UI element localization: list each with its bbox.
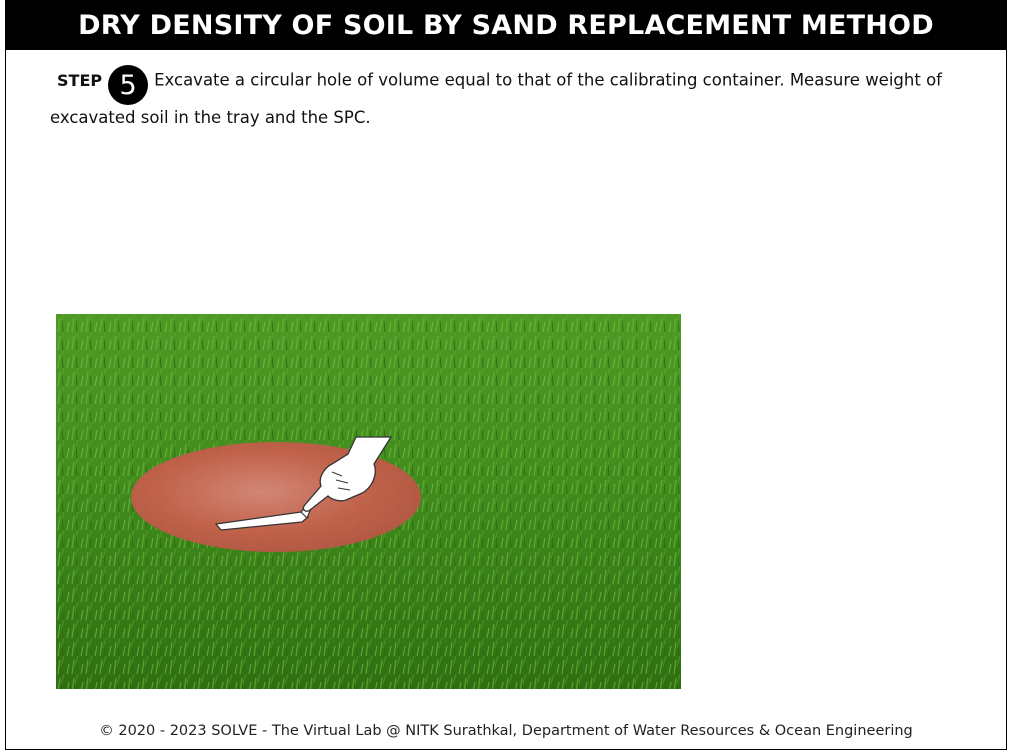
grass-field bbox=[56, 314, 681, 689]
step-number-badge: 5 bbox=[108, 65, 149, 105]
excavation-scene[interactable] bbox=[56, 314, 681, 689]
lab-frame: DRY DENSITY OF SOIL BY SAND REPLACEMENT … bbox=[5, 0, 1007, 750]
page-title: DRY DENSITY OF SOIL BY SAND REPLACEMENT … bbox=[6, 1, 1006, 50]
hand-icon bbox=[302, 436, 393, 512]
step-text: Excavate a circular hole of volume equal… bbox=[50, 70, 942, 128]
footer-copyright: © 2020 - 2023 SOLVE - The Virtual Lab @ … bbox=[99, 723, 913, 739]
step-label: STEP bbox=[57, 70, 103, 90]
